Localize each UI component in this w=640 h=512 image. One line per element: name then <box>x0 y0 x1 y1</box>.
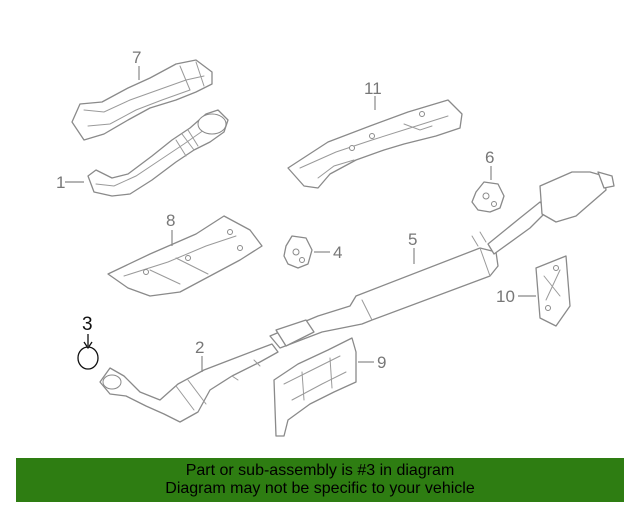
callout-8: 8 <box>166 211 175 230</box>
exhaust-parts-diagram: 7 1 11 6 4 8 5 10 9 2 3 <box>56 48 615 437</box>
part-10-bracket[interactable] <box>535 255 571 327</box>
part-1-front-pipe[interactable] <box>87 109 229 197</box>
part-6-isolator[interactable] <box>471 181 505 213</box>
callout-6: 6 <box>485 148 494 167</box>
part-2-catalytic-converter[interactable] <box>99 343 279 423</box>
callout-10: 10 <box>496 287 515 306</box>
banner-line-2: Diagram may not be specific to your vehi… <box>165 480 475 497</box>
callout-2: 2 <box>195 338 204 357</box>
part-5-muffler-assembly[interactable] <box>269 171 615 349</box>
info-banner: Part or sub-assembly is #3 in diagram Di… <box>16 458 624 502</box>
callout-9: 9 <box>377 353 386 372</box>
banner-line-1: Part or sub-assembly is #3 in diagram <box>185 462 455 479</box>
part-7-heat-shield[interactable] <box>71 59 213 141</box>
part-3-gasket[interactable]: 3 <box>77 314 99 370</box>
part-4-isolator[interactable] <box>283 235 313 269</box>
callout-5: 5 <box>408 230 417 249</box>
callout-4: 4 <box>333 243 342 262</box>
callout-11: 11 <box>364 79 382 98</box>
part-9-heat-shield-panel[interactable] <box>273 337 357 437</box>
callout-7: 7 <box>132 48 141 67</box>
callout-1: 1 <box>56 173 65 192</box>
part-11-heat-shield[interactable] <box>287 99 463 189</box>
callout-3: 3 <box>82 314 93 335</box>
part-8-heat-shield[interactable] <box>107 215 263 297</box>
